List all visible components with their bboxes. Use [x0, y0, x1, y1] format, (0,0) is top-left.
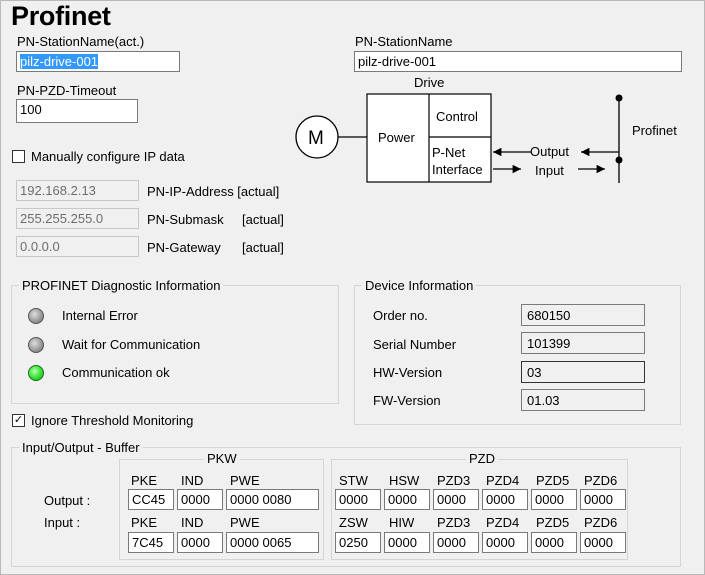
- diagram-pnet-label: P-Net: [432, 145, 466, 160]
- fw-version-value: 01.03: [521, 389, 645, 411]
- in-pzd-header-3: PZD3: [437, 515, 471, 530]
- buffer-group-title: Input/Output - Buffer: [19, 440, 143, 455]
- diagram-input-label: Input: [535, 163, 564, 178]
- gateway-field: 0.0.0.0: [16, 236, 139, 257]
- out-ind-header: IND: [181, 473, 204, 488]
- in-pwe-cell: 0000 0065: [226, 532, 319, 553]
- internal-error-label: Internal Error: [62, 308, 138, 323]
- drive-diagram: Drive M Power Control P-Net Interface Ou…: [295, 75, 677, 183]
- out-pke-cell: CC45: [128, 489, 174, 510]
- in-pzd-cell-4: 0000: [482, 532, 528, 553]
- in-pzd-cell-2: 0000: [384, 532, 430, 553]
- pzd-timeout-input[interactable]: 100: [16, 99, 138, 123]
- gateway-label: PN-Gateway: [147, 240, 221, 255]
- diagram-drive-label: Drive: [414, 75, 444, 90]
- in-pzd-cell-1: 0250: [335, 532, 381, 553]
- input-row-label: Input :: [44, 515, 81, 530]
- in-pzd-header-2: HIW: [389, 515, 415, 530]
- diagnostic-group-title: PROFINET Diagnostic Information: [19, 278, 224, 293]
- in-pke-header: PKE: [131, 515, 158, 530]
- diagram-power-label: Power: [378, 130, 416, 145]
- station-name-label: PN-StationName: [355, 34, 453, 49]
- ignore-threshold-checkbox[interactable]: ✓: [12, 414, 25, 427]
- in-pzd-header-1: ZSW: [339, 515, 368, 530]
- station-name-act-field[interactable]: pilz-drive-001: [16, 51, 180, 72]
- bus-node-mid: [615, 156, 623, 164]
- fw-version-label: FW-Version: [373, 393, 441, 408]
- comm-ok-led-icon: [28, 365, 44, 381]
- out-pzd-cell-6: 0000: [580, 489, 626, 510]
- diagram-control-label: Control: [436, 109, 478, 124]
- pkw-title: PKW: [204, 451, 240, 466]
- out-pzd-header-1: STW: [339, 473, 368, 488]
- diagram-interface-label: Interface: [432, 162, 483, 177]
- out-ind-cell: 0000: [177, 489, 223, 510]
- order-no-label: Order no.: [373, 308, 428, 323]
- out-pzd-header-2: HSW: [389, 473, 420, 488]
- in-pzd-cell-5: 0000: [531, 532, 577, 553]
- station-name-act-value: pilz-drive-001: [20, 54, 99, 69]
- wait-comm-label: Wait for Communication: [62, 337, 201, 352]
- diagram-profinet-label: Profinet: [632, 123, 677, 138]
- in-pzd-cell-3: 0000: [433, 532, 479, 553]
- ignore-threshold-label: Ignore Threshold Monitoring: [31, 413, 194, 428]
- serial-number-label: Serial Number: [373, 337, 457, 352]
- gateway-suffix: [actual]: [242, 240, 284, 255]
- manual-ip-label: Manually configure IP data: [31, 149, 185, 164]
- in-pwe-header: PWE: [230, 515, 260, 530]
- order-no-value: 680150: [521, 304, 645, 326]
- out-pzd-header-3: PZD3: [437, 473, 471, 488]
- page-title: Profinet: [11, 1, 111, 31]
- submask-field: 255.255.255.0: [16, 208, 139, 229]
- pzd-timeout-label: PN-PZD-Timeout: [17, 83, 117, 98]
- buffer-group: [11, 447, 681, 567]
- out-pzd-cell-1: 0000: [335, 489, 381, 510]
- serial-number-value: 101399: [521, 332, 645, 354]
- out-pzd-cell-4: 0000: [482, 489, 528, 510]
- diagram-motor-label: M: [308, 128, 324, 149]
- in-pzd-header-6: PZD6: [584, 515, 618, 530]
- hw-version-label: HW-Version: [373, 365, 443, 380]
- ip-address-label: PN-IP-Address [actual]: [147, 184, 280, 199]
- in-ind-header: IND: [181, 515, 204, 530]
- in-pke-cell: 7C45: [128, 532, 174, 553]
- out-pzd-header-6: PZD6: [584, 473, 618, 488]
- internal-error-led-icon: [28, 308, 44, 324]
- out-pzd-cell-5: 0000: [531, 489, 577, 510]
- wait-comm-led-icon: [28, 337, 44, 353]
- in-ind-cell: 0000: [177, 532, 223, 553]
- out-pke-header: PKE: [131, 473, 158, 488]
- station-name-act-label: PN-StationName(act.): [17, 34, 145, 49]
- device-info-group: [354, 285, 681, 425]
- bus-node-top: [615, 94, 623, 102]
- out-pwe-header: PWE: [230, 473, 260, 488]
- submask-label: PN-Submask: [147, 212, 224, 227]
- in-pzd-header-5: PZD5: [536, 515, 570, 530]
- diagram-output-label: Output: [530, 144, 569, 159]
- ip-address-field: 192.168.2.13: [16, 180, 139, 201]
- hw-version-value: 03: [521, 361, 645, 383]
- manual-ip-checkbox[interactable]: [12, 150, 25, 163]
- pzd-title: PZD: [466, 451, 498, 466]
- in-pzd-header-4: PZD4: [486, 515, 520, 530]
- device-info-group-title: Device Information: [362, 278, 477, 293]
- output-row-label: Output :: [44, 493, 91, 508]
- out-pzd-header-5: PZD5: [536, 473, 570, 488]
- out-pwe-cell: 0000 0080: [226, 489, 319, 510]
- station-name-input[interactable]: pilz-drive-001: [354, 51, 682, 72]
- out-pzd-header-4: PZD4: [486, 473, 520, 488]
- out-pzd-cell-3: 0000: [433, 489, 479, 510]
- in-pzd-cell-6: 0000: [580, 532, 626, 553]
- comm-ok-label: Communication ok: [62, 365, 170, 380]
- submask-suffix: [actual]: [242, 212, 284, 227]
- out-pzd-cell-2: 0000: [384, 489, 430, 510]
